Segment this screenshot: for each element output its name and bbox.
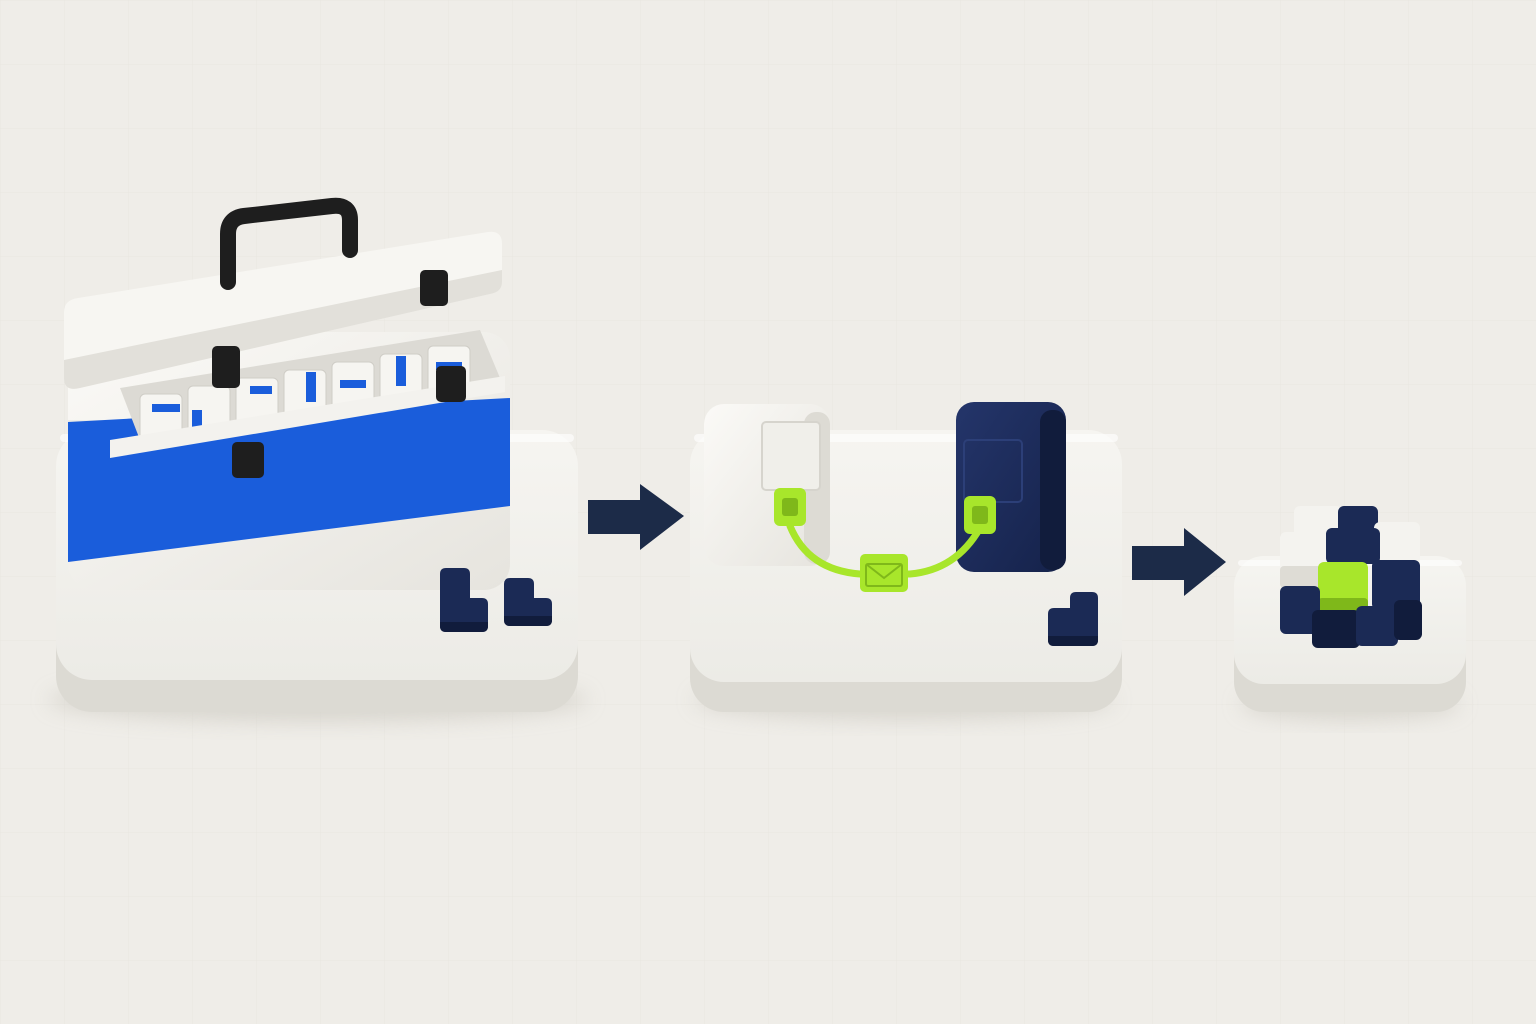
- arrow-right-icon: [588, 484, 684, 550]
- white-device: [704, 404, 830, 566]
- toolbox-latch: [212, 346, 240, 388]
- block-piece-icon: [440, 568, 488, 632]
- toolbox-latch: [420, 270, 448, 306]
- navy-device: [956, 402, 1066, 572]
- stage-assembled-cube: [1234, 506, 1466, 720]
- toolbox-icon: [64, 197, 510, 590]
- envelope-icon: [860, 554, 908, 592]
- toolbox-latch: [232, 442, 264, 478]
- block-piece-icon: [1048, 592, 1098, 646]
- stage-toolbox: [48, 197, 588, 722]
- arrow-right-icon: [1132, 528, 1226, 596]
- block-piece-icon: [504, 578, 552, 626]
- stage-connected-devices: [690, 402, 1122, 720]
- toolbox-handle: [220, 197, 358, 290]
- toolbox-latch: [436, 366, 466, 402]
- cube-icon: [1280, 506, 1422, 648]
- connected-devices-icon: [704, 402, 1066, 592]
